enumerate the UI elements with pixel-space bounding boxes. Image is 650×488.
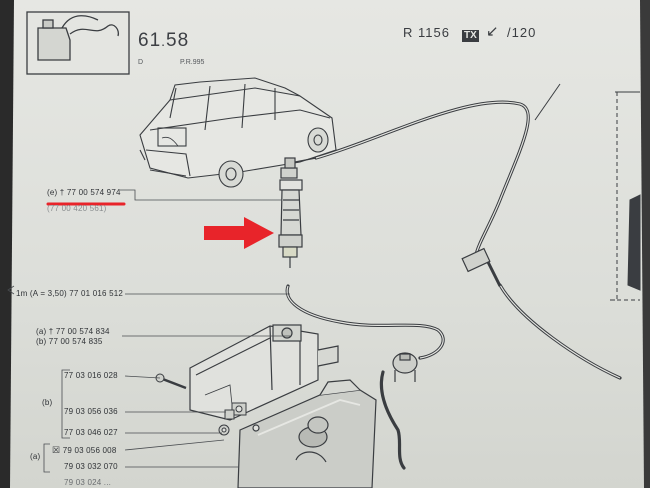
mounting-bracket	[189, 324, 339, 421]
fluid-reservoir	[237, 379, 377, 488]
page-sub-ref: P.R.995	[180, 59, 205, 66]
page-number-sub: 58	[166, 30, 190, 51]
hose-part-number: 1m (A = 3,50) 77 01 016 512	[16, 289, 124, 298]
page-number: 61.58	[138, 30, 190, 51]
bracket-b	[61, 369, 70, 439]
model-code: R 1156	[403, 25, 450, 40]
check-valve	[392, 352, 418, 382]
car-illustration	[139, 77, 337, 188]
model-suffix: /120	[507, 25, 537, 40]
pencil-icon: ↙	[486, 23, 500, 40]
bracket-a	[43, 443, 50, 473]
right-panel	[534, 83, 641, 301]
left-edge-shadow	[0, 0, 14, 488]
cut-off-part-number: 79 03 024 ...	[64, 478, 112, 487]
bracket-a-part-number: (a) † 77 00 574 834	[36, 327, 110, 336]
pump-part-number-old: (77 00 420 561)	[47, 204, 107, 213]
nut2-part-number-text: 79 03 056 008	[62, 446, 117, 455]
leader-nut2	[124, 439, 225, 451]
washer2-part-number: 79 03 032 070	[64, 462, 118, 471]
reservoir-icon	[26, 11, 130, 75]
nut2-part-number: ☒ 79 03 056 008	[52, 445, 117, 455]
right-edge-shadow	[640, 0, 650, 488]
screw-and-nuts	[155, 373, 247, 436]
page-number-main: 61	[138, 30, 162, 51]
pump-part-number: (e) † 77 00 574 974	[47, 188, 121, 197]
leader-lines	[7, 189, 290, 473]
group-b-label: (b)	[42, 398, 53, 407]
nut-part-number: 79 03 056 036	[64, 407, 118, 416]
arrow-left	[7, 285, 15, 295]
washer-part-number: 77 03 046 027	[64, 428, 118, 437]
screw-part-number: 77 03 016 028	[64, 371, 118, 380]
bracket-b-part-number: (b) 77 00 574 835	[36, 337, 103, 346]
red-arrow-icon	[204, 217, 274, 249]
tx-badge-text: TX	[462, 30, 479, 42]
page-sub-left: D	[138, 59, 144, 66]
group-a-label: (a)	[30, 452, 41, 461]
leader-pump	[120, 189, 282, 201]
leader-screw	[124, 375, 161, 379]
washer-pump	[278, 157, 317, 268]
tx-badge: TX	[462, 25, 479, 43]
t-connector	[461, 247, 502, 287]
